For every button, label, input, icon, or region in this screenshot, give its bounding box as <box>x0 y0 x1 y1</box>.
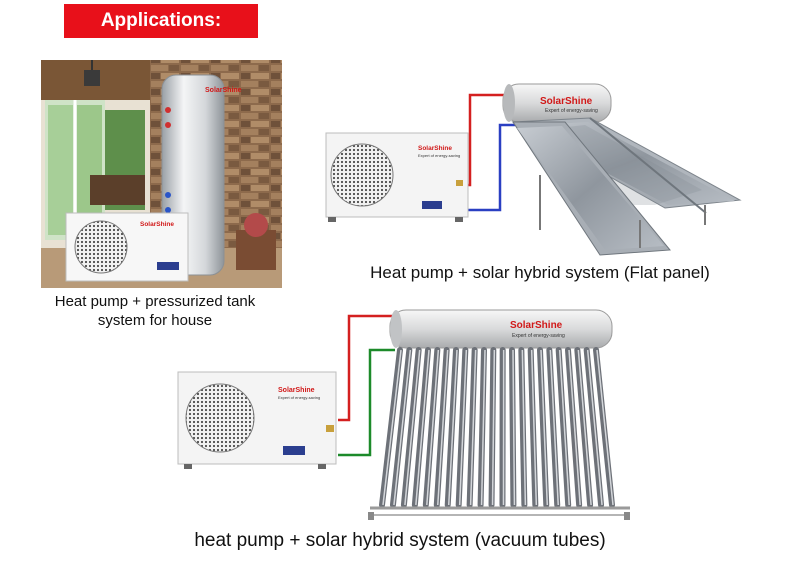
vacuum-tube-highlight <box>458 349 468 506</box>
vacuum-tube <box>379 347 403 508</box>
vacuum-tube-highlight <box>469 349 477 506</box>
vacuum-tube-highlight <box>596 349 614 506</box>
vacuum-tube <box>389 347 413 508</box>
applications-banner: Applications: <box>64 4 258 38</box>
vacuum-tube-highlight <box>437 349 449 506</box>
vacuum-tube <box>518 347 528 508</box>
caption-house-line1: Heat pump + pressurized tank <box>54 293 256 310</box>
vacuum-tube-highlight <box>404 349 421 506</box>
vacuum-tube-highlight <box>549 349 559 506</box>
svg-text:SolarShine: SolarShine <box>510 320 563 331</box>
vacuum-tube <box>565 347 583 508</box>
vacuum-tube <box>422 347 441 508</box>
svg-text:Expert of energy-saving: Expert of energy-saving <box>418 153 460 158</box>
vacuum-tube-highlight <box>558 349 570 506</box>
svg-text:Expert of energy-saving: Expert of energy-saving <box>278 395 320 400</box>
vacuum-tube-highlight <box>512 349 516 506</box>
caption-flat-panel-system: Heat pump + solar hybrid system (Flat pa… <box>370 263 710 282</box>
vacuum-tube-highlight <box>415 349 430 506</box>
vacuum-tube-highlight <box>447 349 458 506</box>
vacuum-tube-highlight <box>393 349 412 506</box>
svg-text:SolarShine: SolarShine <box>278 387 315 394</box>
vacuum-tube <box>455 347 469 508</box>
flat-panel-system-illustration: SolarShine Expert of energy-saving Solar… <box>325 83 742 256</box>
vacuum-tube <box>466 347 478 508</box>
vacuum-tube-highlight <box>530 349 538 506</box>
caption-house-system: Heat pump + pressurized tank system for … <box>30 292 280 330</box>
svg-text:SolarShine: SolarShine <box>540 96 593 107</box>
vacuum-tube <box>593 347 615 508</box>
vacuum-tube <box>555 347 572 508</box>
vacuum-tube <box>583 347 605 508</box>
svg-text:Expert of energy-saving: Expert of energy-saving <box>512 333 565 339</box>
vacuum-tube-highlight <box>586 349 603 506</box>
vacuum-tube <box>433 347 450 508</box>
vacuum-tube <box>574 347 594 508</box>
vacuum-tube <box>527 347 539 508</box>
vacuum-tube-highlight <box>426 349 440 506</box>
svg-text:SolarShine: SolarShine <box>140 221 174 228</box>
vacuum-tube-highlight <box>568 349 581 506</box>
svg-text:Expert of energy-saving: Expert of energy-saving <box>545 108 598 114</box>
vacuum-tube-highlight <box>480 349 486 506</box>
vacuum-tube <box>400 347 422 508</box>
vacuum-tube-highlight <box>577 349 592 506</box>
house-room-photo: SolarShine SolarShine <box>41 60 282 288</box>
svg-text:SolarShine: SolarShine <box>205 87 242 94</box>
vacuum-tube-highlight <box>382 349 402 506</box>
vacuum-tube <box>477 347 487 508</box>
svg-text:SolarShine: SolarShine <box>418 145 452 152</box>
vacuum-tube-highlight <box>521 349 527 506</box>
vacuum-tube-system-illustration: SolarShine Expert of energy-saving Solar… <box>177 309 630 520</box>
vacuum-tube <box>488 347 497 508</box>
caption-vacuum-tube-system: heat pump + solar hybrid system (vacuum … <box>194 530 606 551</box>
vacuum-tube <box>411 347 431 508</box>
vacuum-tube <box>444 347 459 508</box>
vacuum-tube <box>546 347 561 508</box>
vacuum-tube <box>509 347 517 508</box>
vacuum-tube <box>537 347 550 508</box>
vacuum-tube-highlight <box>491 349 496 506</box>
vacuum-tube-highlight <box>540 349 549 506</box>
caption-house-line2: system for house <box>97 312 213 329</box>
